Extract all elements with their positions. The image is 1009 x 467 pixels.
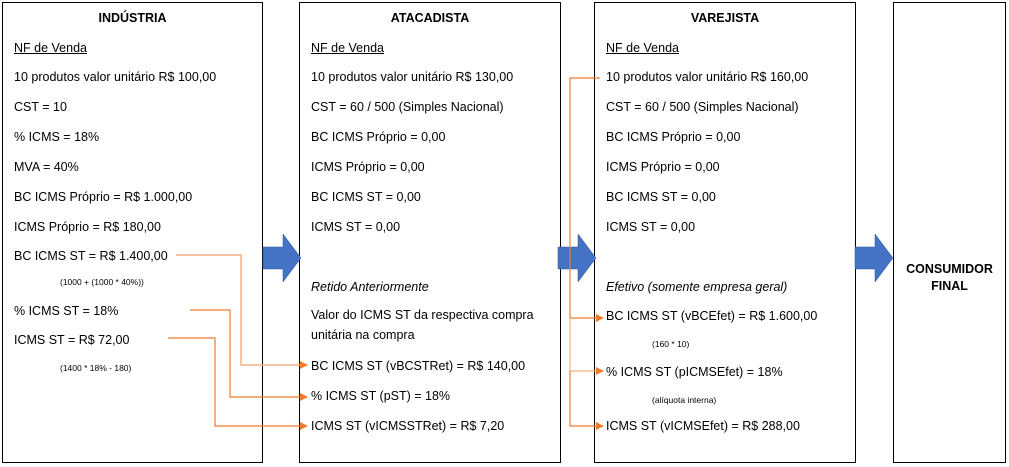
- consumidor-title-line2: FINAL: [931, 279, 968, 293]
- atacadista-retido-pct: % ICMS ST (pST) = 18%: [311, 389, 451, 403]
- industria-box: INDÚSTRIA NF de Venda 10 produtos valor …: [2, 2, 263, 463]
- varejista-box: VAREJISTA NF de Venda 10 produtos valor …: [594, 2, 856, 463]
- industria-line: BC ICMS Próprio = R$ 1.000,00: [14, 190, 193, 204]
- industria-line: % ICMS = 18%: [14, 130, 100, 144]
- varejista-line: ICMS Próprio = 0,00: [606, 160, 720, 174]
- atacadista-line: CST = 60 / 500 (Simples Nacional): [311, 100, 504, 114]
- industria-icms-st: ICMS ST = R$ 72,00: [14, 333, 130, 347]
- flow-arrow-industria-atacadista: [262, 233, 302, 283]
- atacadista-section-title: Retido Anteriormente: [311, 280, 429, 294]
- varejista-title: VAREJISTA: [690, 11, 760, 25]
- industria-bc-st-formula: (1000 + (1000 * 40%)): [60, 277, 144, 287]
- consumidor-final-box: CONSUMIDOR FINAL: [893, 2, 1006, 463]
- consumidor-final-title: CONSUMIDOR FINAL: [894, 261, 1005, 295]
- varejista-line: BC ICMS Próprio = 0,00: [606, 130, 741, 144]
- atacadista-line: ICMS Próprio = 0,00: [311, 160, 425, 174]
- industria-icms-st-formula: (1400 * 18% - 180): [60, 363, 132, 373]
- varejista-efetivo-icms: ICMS ST (vICMSEfet) = R$ 288,00: [606, 419, 800, 433]
- industria-pct-icms-st: % ICMS ST = 18%: [14, 304, 119, 318]
- flow-arrow-atacadista-varejista: [557, 233, 597, 283]
- atacadista-line: ICMS ST = 0,00: [311, 220, 401, 234]
- varejista-line: CST = 60 / 500 (Simples Nacional): [606, 100, 799, 114]
- atacadista-line: BC ICMS Próprio = 0,00: [311, 130, 446, 144]
- varejista-line: BC ICMS ST = 0,00: [606, 190, 716, 204]
- industria-line: ICMS Próprio = R$ 180,00: [14, 220, 161, 234]
- industria-line: CST = 10: [14, 100, 67, 114]
- industria-title: INDÚSTRIA: [98, 11, 167, 25]
- varejista-line: ICMS ST = 0,00: [606, 220, 696, 234]
- varejista-line: 10 produtos valor unitário R$ 160,00: [606, 70, 809, 84]
- atacadista-retido-bc: BC ICMS ST (vBCSTRet) = R$ 140,00: [311, 359, 526, 373]
- atacadista-box: ATACADISTA NF de Venda 10 produtos valor…: [299, 2, 561, 463]
- flow-arrow-varejista-consumidor: [854, 233, 894, 283]
- industria-bc-icms-st: BC ICMS ST = R$ 1.400,00: [14, 249, 168, 263]
- atacadista-section-desc: Valor do ICMS ST da respectiva compra un…: [311, 308, 534, 342]
- varejista-efetivo-pct: % ICMS ST (pICMSEfet) = 18%: [606, 365, 783, 379]
- atacadista-subtitle: NF de Venda: [311, 41, 384, 55]
- consumidor-title-line1: CONSUMIDOR: [906, 262, 993, 276]
- varejista-section-title: Efetivo (somente empresa geral): [606, 280, 788, 294]
- atacadista-title: ATACADISTA: [390, 11, 470, 25]
- varejista-efetivo-bc: BC ICMS ST (vBCEfet) = R$ 1.600,00: [606, 309, 818, 323]
- atacadista-line: BC ICMS ST = 0,00: [311, 190, 421, 204]
- industria-line: 10 produtos valor unitário R$ 100,00: [14, 70, 217, 84]
- varejista-subtitle: NF de Venda: [606, 41, 679, 55]
- industria-line: MVA = 40%: [14, 160, 79, 174]
- varejista-aliquota-note: (alíquota interna): [652, 395, 717, 405]
- atacadista-retido-icms: ICMS ST (vICMSSTRet) = R$ 7,20: [311, 419, 505, 433]
- atacadista-line: 10 produtos valor unitário R$ 130,00: [311, 70, 514, 84]
- varejista-bc-formula: (160 * 10): [652, 339, 690, 349]
- industria-subtitle: NF de Venda: [14, 41, 87, 55]
